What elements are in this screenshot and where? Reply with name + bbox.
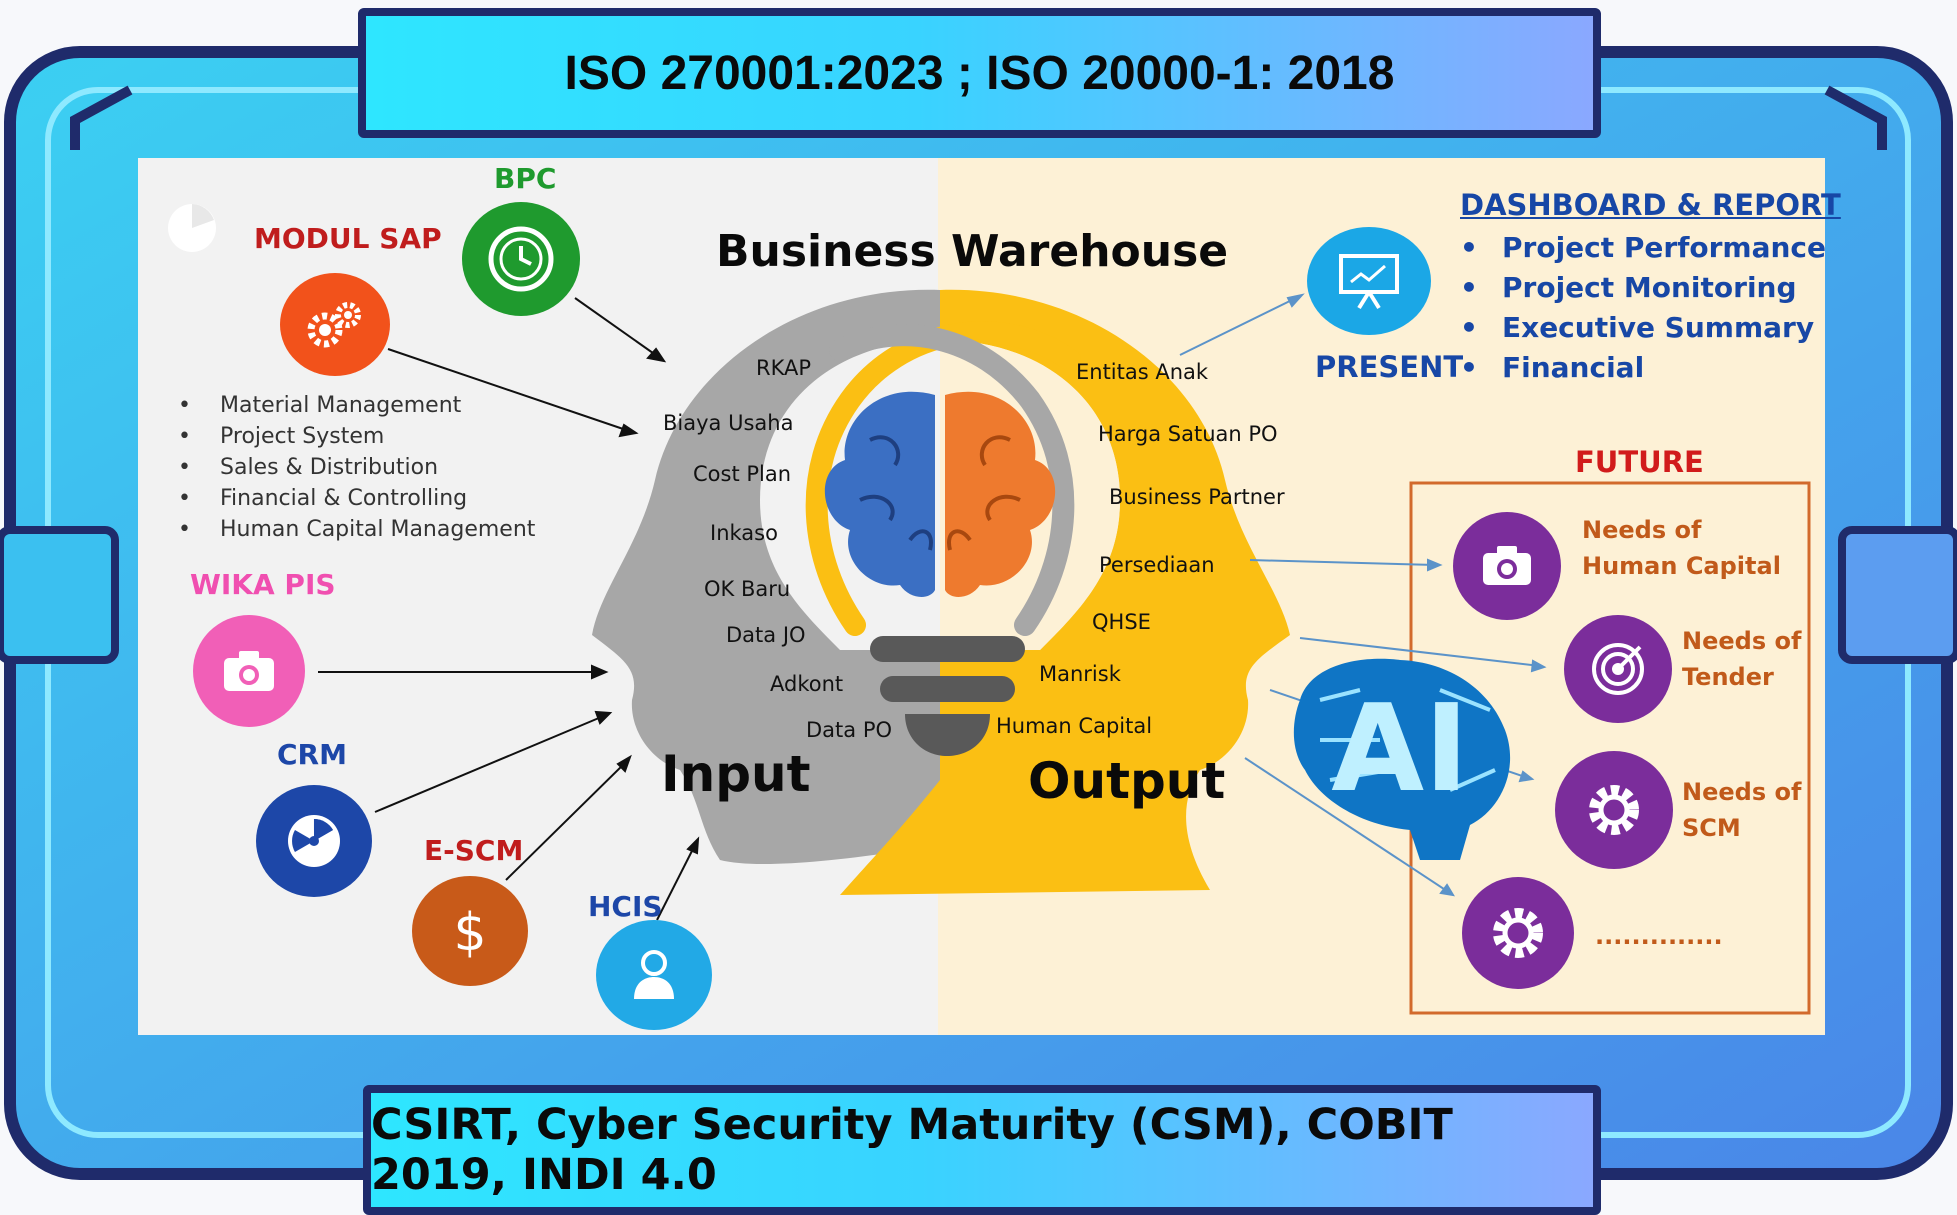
future-node-tender[interactable] (1564, 615, 1672, 723)
dashboard-item: Executive Summary (1460, 308, 1826, 348)
output-item: Manrisk (1039, 662, 1121, 686)
input-item: Cost Plan (693, 462, 792, 486)
future-node-more[interactable] (1462, 877, 1574, 989)
wika-label: WIKA PIS (190, 568, 336, 601)
future-item-tender: Needs of Tender (1682, 623, 1801, 695)
security-banner: CSIRT, Cyber Security Maturity (CSM), CO… (363, 1085, 1601, 1215)
sap-module-list: Material Management Project System Sales… (178, 390, 535, 545)
future-item-hc: Needs of Human Capital (1582, 512, 1781, 584)
hcis-node[interactable] (596, 920, 712, 1030)
dashboard-item: Project Monitoring (1460, 268, 1826, 308)
output-item: Human Capital (996, 714, 1153, 738)
sap-label: MODUL SAP (254, 222, 442, 255)
gear-icon (1493, 908, 1543, 958)
gears-icon (307, 301, 361, 347)
list-item: Sales & Distribution (178, 452, 535, 483)
dashboard-item: Financial (1460, 348, 1826, 388)
input-item: Data JO (726, 623, 806, 647)
presentation-icon (1339, 254, 1399, 310)
target-icon (1592, 643, 1644, 695)
bpc-node[interactable] (462, 202, 580, 316)
present-node[interactable] (1307, 227, 1431, 335)
input-item: Data PO (806, 718, 893, 742)
standards-banner: ISO 270001:2023 ; ISO 20000-1: 2018 (358, 8, 1601, 138)
gear-icon (1589, 785, 1639, 835)
hcis-label: HCIS (588, 890, 663, 923)
clock-icon (488, 226, 554, 292)
camera-icon (224, 651, 274, 691)
input-item: RKAP (756, 356, 812, 380)
business-warehouse-title: Business Warehouse (716, 226, 1229, 277)
escm-node[interactable]: $ (412, 876, 528, 986)
sap-node[interactable] (280, 273, 390, 376)
bulb-icon (870, 636, 1025, 756)
input-item: OK Baru (704, 577, 791, 601)
input-item: Adkont (770, 672, 844, 696)
radiation-icon (288, 815, 340, 867)
future-node-hc[interactable] (1453, 512, 1561, 620)
svg-text:$: $ (453, 903, 486, 960)
list-item: Project System (178, 421, 535, 452)
dashboard-item: Project Performance (1460, 228, 1826, 268)
future-item-more: .............. (1595, 918, 1723, 954)
future-line: Tender (1682, 663, 1774, 691)
camera-icon (1483, 546, 1531, 585)
output-item: Business Partner (1109, 485, 1285, 509)
output-item: QHSE (1092, 610, 1151, 634)
standards-title: ISO 270001:2023 ; ISO 20000-1: 2018 (564, 46, 1395, 100)
ai-label: AI (1331, 680, 1469, 819)
dashboard-list: Project Performance Project Monitoring E… (1460, 228, 1826, 388)
bpc-label: BPC (494, 162, 557, 195)
output-item: Harga Satuan PO (1098, 422, 1278, 446)
present-label: PRESENT (1315, 350, 1464, 384)
input-label: Input (661, 745, 811, 803)
output-item: Entitas Anak (1076, 360, 1209, 384)
future-line: Needs of (1682, 627, 1802, 655)
list-item: Financial & Controlling (178, 483, 535, 514)
input-item: Inkaso (710, 521, 778, 545)
pie-icon (168, 204, 216, 252)
list-item: Human Capital Management (178, 514, 535, 545)
future-line: Needs of (1682, 778, 1802, 806)
future-line: Human Capital (1582, 552, 1781, 580)
future-title: FUTURE (1575, 445, 1704, 479)
dashboard-title: DASHBOARD & REPORT (1460, 188, 1841, 222)
future-line: .............. (1595, 922, 1723, 950)
crm-node[interactable] (256, 785, 372, 897)
crm-label: CRM (277, 738, 347, 771)
wika-node[interactable] (193, 615, 305, 727)
future-line: Needs of (1582, 516, 1702, 544)
ai-chip-icon: AI (1293, 658, 1511, 860)
output-item: Persediaan (1099, 553, 1215, 577)
user-icon (634, 950, 674, 999)
future-line: SCM (1682, 814, 1741, 842)
input-item: Biaya Usaha (663, 411, 794, 435)
brain-icon (824, 391, 1056, 597)
future-item-scm: Needs of SCM (1682, 774, 1801, 846)
escm-label: E-SCM (424, 834, 524, 867)
list-item: Material Management (178, 390, 535, 421)
dollar-icon: $ (453, 903, 486, 960)
security-title: CSIRT, Cyber Security Maturity (CSM), CO… (371, 1100, 1453, 1200)
output-label: Output (1028, 752, 1226, 810)
future-node-scm[interactable] (1555, 751, 1673, 869)
